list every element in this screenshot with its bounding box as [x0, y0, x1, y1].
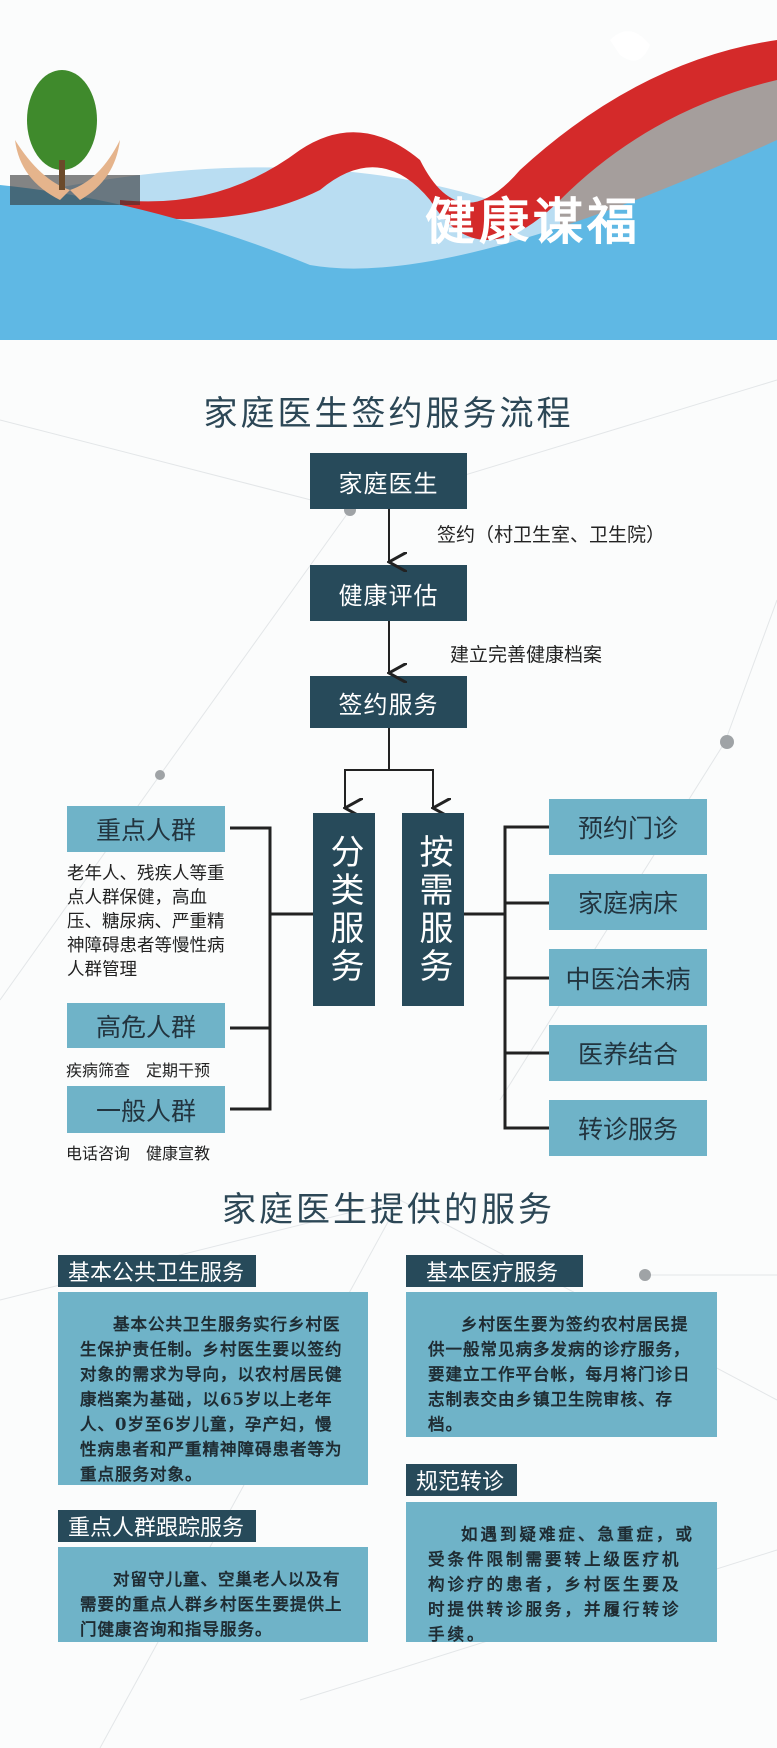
group-general: 一般人群: [67, 1086, 225, 1133]
card-key-tracking-body: 对留守儿童、空巢老人以及有需要的重点人群乡村医生要提供上门健康咨询和指导服务。: [58, 1547, 368, 1642]
card-referral-body: 如遇到疑难症、急重症，或受条件限制需要转上级医疗机构诊疗的患者，乡村医生要及时提…: [406, 1502, 717, 1644]
service-home-bed: 家庭病床: [549, 874, 707, 930]
banner-art: [0, 31, 777, 340]
group-key-population-desc: 老年人、残疾人等重点人群保健，高血压、糖尿病、严重精神障碍患者等慢性病人群管理: [67, 864, 225, 980]
card-public-health-title: 基本公共卫生服务: [58, 1255, 256, 1287]
network-dot: [155, 770, 165, 780]
group-high-risk-desc: 疾病筛查 定期干预: [66, 1061, 211, 1080]
branch-on-demand-service: 按需服务: [402, 813, 464, 1006]
left-bracket: [230, 826, 313, 1111]
branch-classified-service: 分类服务: [313, 813, 375, 1006]
tree-icon: [27, 70, 97, 170]
card-basic-medical-body: 乡村医生要为签约农村居民提供一般常见病多发病的诊疗服务，要建立工作平台帐，每月将…: [406, 1292, 717, 1437]
step-family-doctor: 家庭医生: [310, 453, 467, 509]
service-appointment: 预约门诊: [549, 799, 707, 855]
service-medical-elderly-care: 医养结合: [549, 1025, 707, 1081]
card-referral-title: 规范转诊: [406, 1464, 517, 1496]
network-dot: [639, 1269, 651, 1281]
dove-icon: [610, 31, 650, 61]
services-title: 家庭医生提供的服务: [222, 1190, 555, 1230]
group-general-desc: 电话咨询 健康宣教: [66, 1144, 211, 1163]
banner-slogan: 健康谋福: [425, 193, 641, 251]
step-note-record: 建立完善健康档案: [450, 644, 603, 666]
group-high-risk: 高危人群: [67, 1003, 225, 1048]
hands-icon: [15, 140, 70, 200]
card-public-health-body: 基本公共卫生服务实行乡村医生保护责任制。乡村医生要以签约对象的需求为导向，以农村…: [58, 1292, 368, 1485]
header-banner: 健康谋福: [0, 0, 777, 340]
step-signing-service: 签约服务: [310, 676, 467, 728]
step-note-sign: 签约（村卫生室、卫生院）: [437, 524, 666, 546]
card-key-tracking-title: 重点人群跟踪服务: [58, 1510, 256, 1542]
service-referral: 转诊服务: [549, 1100, 707, 1156]
network-dot: [720, 735, 734, 749]
group-key-population: 重点人群: [67, 806, 225, 852]
flow-connectors: [230, 509, 549, 1130]
process-title: 家庭医生签约服务流程: [203, 394, 574, 434]
service-tcm-prevention: 中医治未病: [549, 949, 707, 1006]
card-basic-medical-title: 基本医疗服务: [406, 1255, 583, 1287]
right-bracket: [464, 825, 549, 1130]
step-health-assessment: 健康评估: [310, 565, 467, 621]
